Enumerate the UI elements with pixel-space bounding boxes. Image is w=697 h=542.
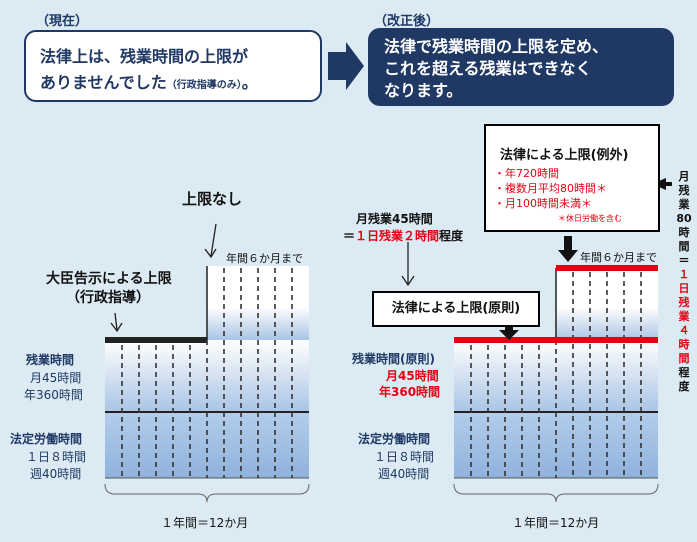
exception-item-1: ・年720時間 bbox=[494, 167, 559, 180]
left-year-label: １年間＝12か月 bbox=[161, 516, 249, 530]
vertical-char: 80 bbox=[676, 212, 692, 225]
right-principle-bar bbox=[454, 337, 658, 343]
current-line2: ありませんでした bbox=[40, 73, 167, 92]
after-line2: これを超える残業はできなく bbox=[384, 59, 592, 78]
left-legal-week: 週40時間 bbox=[30, 467, 82, 481]
vertical-char: 時 bbox=[678, 226, 690, 239]
vertical-char-red: 残 bbox=[678, 296, 690, 309]
left-guideline-bar bbox=[105, 337, 207, 343]
right-legal-title: 法定労働時間 bbox=[358, 432, 431, 446]
exception-note: ＊休日労働を含む bbox=[558, 214, 622, 223]
vertical-char-red: 間 bbox=[678, 352, 690, 365]
principle-box-label: 法律による上限(原則) bbox=[391, 301, 521, 316]
exception-title: 法律による上限(例外) bbox=[500, 148, 629, 163]
right-arrow-icon bbox=[328, 42, 364, 90]
monthly-line1: 月残業45時間 bbox=[356, 212, 433, 226]
left-overtime-year: 年360時間 bbox=[24, 388, 83, 402]
left-overtime-month: 月45時間 bbox=[30, 371, 82, 385]
left-legal-title: 法定労働時間 bbox=[10, 432, 83, 446]
after-box: 法律で残業時間の上限を定め、 これを超える残業はできなく なります。 bbox=[368, 28, 674, 106]
right-exception-bar bbox=[556, 265, 658, 271]
vertical-char: 業 bbox=[678, 198, 690, 211]
exception-item-2: ・複数月平均80時間＊ bbox=[494, 182, 607, 195]
vertical-char: 度 bbox=[678, 380, 690, 393]
left-six-months: 年間６か月まで bbox=[226, 252, 303, 265]
right-overtime-month: 月45時間 bbox=[386, 369, 439, 383]
after-line3: なります。 bbox=[384, 81, 463, 100]
guideline-line1: 大臣告示による上限 bbox=[46, 271, 172, 287]
current-box: 法律上は、残業時間の上限が ありませんでした（行政指導のみ）。 bbox=[24, 30, 322, 102]
current-note: （行政指導のみ） bbox=[166, 80, 242, 91]
exception-down-arrow-icon bbox=[558, 236, 578, 262]
monthly-eq: ＝ bbox=[343, 229, 356, 243]
current-line2-row: ありませんでした（行政指導のみ）。 bbox=[40, 70, 306, 99]
vertical-note: 月 残 業 80 時 間 ＝ １ 日 残 業 ４ 時 間 程 度 bbox=[673, 170, 695, 394]
right-legal-week: 週40時間 bbox=[378, 467, 430, 481]
exception-item-3: ・月100時間未満＊ bbox=[494, 197, 592, 210]
vertical-char: 程 bbox=[678, 366, 690, 379]
right-chart bbox=[401, 178, 672, 503]
right-year-label: １年間＝12か月 bbox=[512, 516, 600, 530]
vertical-char-red: 時 bbox=[678, 338, 690, 351]
monthly-line2: ＝１日残業２時間程度 bbox=[343, 227, 463, 244]
principle-down-arrow-icon bbox=[499, 318, 519, 340]
no-limit-label: 上限なし bbox=[182, 190, 243, 208]
principle-box: 法律による上限(原則) bbox=[372, 291, 540, 327]
after-line1: 法律で残業時間の上限を定め、 bbox=[384, 37, 609, 56]
left-chart bbox=[104, 223, 310, 503]
exception-box: 法律による上限(例外) ・年720時間 ・複数月平均80時間＊ ・月100時間未… bbox=[484, 124, 660, 232]
guideline-line2: （行政指導） bbox=[66, 290, 150, 306]
vertical-char-red: ４ bbox=[678, 324, 690, 337]
left-overtime-title: 残業時間 bbox=[26, 353, 75, 367]
vertical-char-red: 業 bbox=[678, 310, 690, 323]
after-label: （改正後） bbox=[374, 14, 440, 29]
vertical-char: 残 bbox=[678, 184, 690, 197]
current-end: 。 bbox=[241, 73, 258, 92]
monthly-red: １日残業２時間 bbox=[355, 229, 440, 243]
left-arrow-icon bbox=[652, 178, 672, 190]
right-overtime-year: 年360時間 bbox=[379, 385, 441, 399]
vertical-char-red: 日 bbox=[678, 282, 690, 295]
vertical-char: 間 bbox=[678, 240, 690, 253]
left-legal-day: １日８時間 bbox=[26, 450, 87, 464]
current-line1: 法律上は、残業時間の上限が bbox=[40, 47, 249, 66]
current-label: （現在） bbox=[36, 14, 89, 29]
right-six-months: 年間６か月まで bbox=[580, 251, 657, 264]
right-legal-day: １日８時間 bbox=[374, 450, 435, 464]
right-overtime-title: 残業時間(原則) bbox=[352, 352, 435, 366]
monthly-suffix: 程度 bbox=[439, 229, 464, 243]
vertical-char: ＝ bbox=[678, 254, 690, 267]
vertical-char: 月 bbox=[678, 170, 690, 183]
vertical-char-red: １ bbox=[678, 268, 690, 281]
